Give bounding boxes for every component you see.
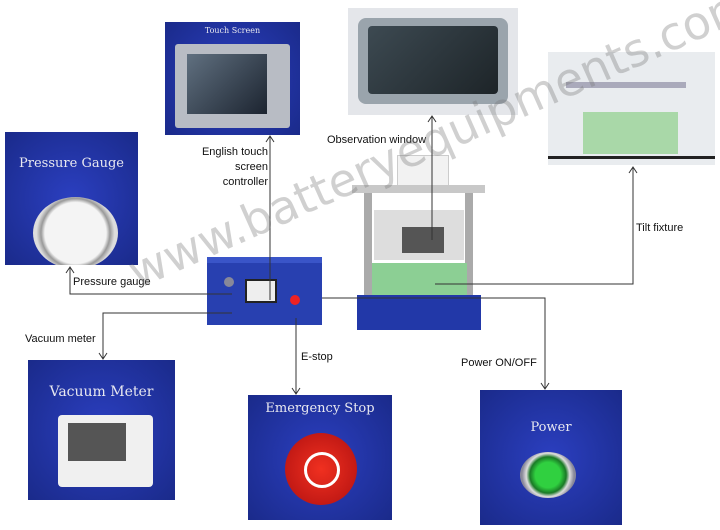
label-tilt: Tilt fixture — [636, 222, 684, 234]
controller-box — [207, 257, 322, 325]
label-observation: Observation window — [327, 134, 427, 146]
tilt-arrow — [628, 166, 638, 174]
label-touch-screen: English touch screen controller — [201, 146, 268, 188]
tilt-fixture-photo — [548, 52, 715, 165]
label-pressure: Pressure gauge — [73, 276, 151, 288]
power-button-photo: Power — [480, 390, 622, 525]
pressure-line — [69, 268, 232, 295]
pressure-arrow — [65, 266, 75, 274]
vacuum-meter-photo: Vacuum Meter — [28, 360, 175, 500]
emergency-stop-photo: Emergency Stop — [248, 395, 392, 520]
estop-arrow — [291, 387, 301, 395]
power-line — [322, 297, 546, 388]
vacuum-line — [102, 312, 232, 358]
touch-arrow — [265, 135, 275, 143]
power-arrow — [540, 382, 550, 390]
observation-arrow — [427, 115, 437, 123]
pressure-gauge-photo: Pressure Gauge — [5, 132, 138, 265]
label-estop: E-stop — [301, 351, 333, 363]
machine-photo — [352, 155, 485, 332]
tilt-line — [435, 168, 634, 285]
observation-window-photo — [348, 8, 518, 115]
touch-screen-photo: Touch Screen — [165, 22, 300, 135]
vacuum-arrow — [98, 352, 108, 360]
label-power: Power ON/OFF — [461, 357, 537, 369]
label-vacuum: Vacuum meter — [25, 333, 96, 345]
